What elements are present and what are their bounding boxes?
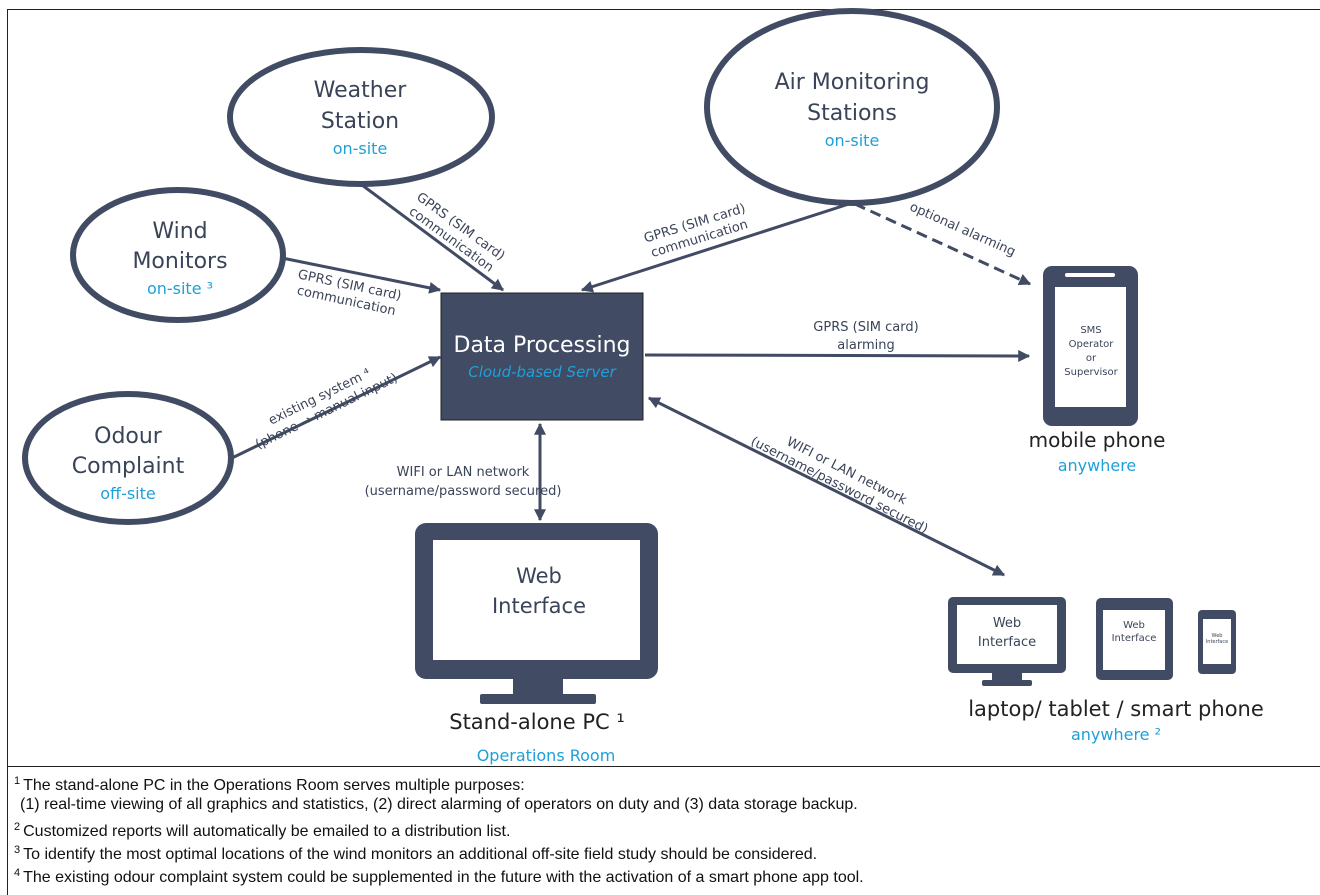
weather-link-arrow xyxy=(361,183,504,292)
mobile-screen-line-3: or xyxy=(1086,353,1097,364)
air-monitoring-title-2: Stations xyxy=(807,101,897,126)
odour-complaint-location: off-site xyxy=(100,484,155,503)
footnote-text: Customized reports will automatically be… xyxy=(23,823,511,840)
air-monitoring-title-1: Air Monitoring xyxy=(775,70,930,95)
footnote-mark: 1 xyxy=(14,775,21,787)
mobile-screen-line-4: Supervisor xyxy=(1064,367,1118,378)
smartphone-icon: Web Interface xyxy=(1198,610,1236,674)
optional-alarm-label: optional alarming xyxy=(907,200,1017,260)
wind-link-arrow xyxy=(281,256,442,294)
smartphone-screen-line-1: Web xyxy=(1212,633,1223,639)
pc-screen-line-2: Interface xyxy=(492,594,586,618)
standalone-pc-node: Web Interface Stand-alone PC ¹ Operation… xyxy=(415,523,658,765)
mobile-phone-node: SMS Operator or Supervisor mobile phone … xyxy=(1029,266,1166,475)
weather-station-title-2: Station xyxy=(321,109,399,134)
air-monitoring-node: Air Monitoring Stations on-site xyxy=(704,8,1000,206)
footnote-mark: 3 xyxy=(14,844,21,856)
devices-label: laptop/ tablet / smart phone xyxy=(968,697,1264,721)
lan-devices-label-2: (username/password secured) xyxy=(748,434,930,537)
mobile-phone-label: mobile phone xyxy=(1029,428,1166,452)
footnote-text: To identify the most optimal locations o… xyxy=(23,846,818,863)
air-monitoring-location: on-site xyxy=(825,131,880,150)
footnote-1-continued: (1) real-time viewing of all graphics an… xyxy=(14,793,1314,816)
footnote-text: The stand-alone PC in the Operations Roo… xyxy=(23,777,525,794)
pc-screen-line-1: Web xyxy=(516,564,562,588)
laptop-screen-line-1: Web xyxy=(993,616,1021,631)
mobile-phone-location: anywhere xyxy=(1058,456,1137,475)
system-diagram: Weather Station on-site Air Monitoring S… xyxy=(22,8,1264,765)
optional-alarm-arrow xyxy=(854,202,1032,286)
odour-complaint-node: Odour Complaint off-site xyxy=(22,391,234,525)
tablet-icon: Web Interface xyxy=(1096,598,1173,680)
laptop-icon: Web Interface xyxy=(948,597,1066,686)
footnote-mark: 2 xyxy=(14,821,21,833)
tablet-screen-line-2: Interface xyxy=(1112,633,1157,644)
weather-station-location: on-site xyxy=(333,139,388,158)
laptop-screen-line-2: Interface xyxy=(978,635,1036,650)
diagram-frame xyxy=(7,9,1320,895)
odour-link-arrow xyxy=(231,355,442,460)
standalone-pc-location: Operations Room xyxy=(477,746,616,765)
devices-node: Web Interface Web Interface Web Interfac… xyxy=(948,597,1264,744)
alarm-link-label-1: GPRS (SIM card) xyxy=(813,320,918,335)
footnote-text: The existing odour complaint system coul… xyxy=(23,869,864,886)
wind-monitors-title-1: Wind xyxy=(152,219,207,244)
alarm-link-arrow xyxy=(644,349,1031,362)
air-link-arrow xyxy=(580,201,853,293)
footnote-separator xyxy=(7,766,1320,767)
alarm-link-label-2: alarming xyxy=(837,338,894,353)
footnote-mark: 4 xyxy=(14,867,21,879)
data-processing-subtitle: Cloud-based Server xyxy=(468,363,616,381)
standalone-pc-label: Stand-alone PC ¹ xyxy=(449,710,625,734)
weather-station-title-1: Weather xyxy=(314,78,408,103)
odour-complaint-title-1: Odour xyxy=(94,424,163,449)
weather-station-node: Weather Station on-site xyxy=(227,47,495,187)
tablet-screen-line-1: Web xyxy=(1123,620,1145,631)
devices-location: anywhere ² xyxy=(1071,725,1161,744)
data-processing-title: Data Processing xyxy=(454,333,631,358)
lan-pc-label-2: (username/password secured) xyxy=(365,484,562,499)
data-processing-node: Data Processing Cloud-based Server xyxy=(440,292,644,421)
lan-devices-arrow xyxy=(647,396,1006,577)
mobile-screen-line-2: Operator xyxy=(1069,339,1115,350)
footnote-text: (1) real-time viewing of all graphics an… xyxy=(20,796,858,813)
mobile-screen-line-1: SMS xyxy=(1080,325,1101,336)
wind-monitors-node: Wind Monitors on-site ³ xyxy=(70,187,286,323)
odour-complaint-title-2: Complaint xyxy=(72,454,185,479)
lan-pc-label-1: WIFI or LAN network xyxy=(397,465,530,480)
wind-monitors-location: on-site ³ xyxy=(147,279,213,298)
smartphone-screen-line-2: Interface xyxy=(1206,639,1228,645)
wind-monitors-title-2: Monitors xyxy=(132,249,227,274)
